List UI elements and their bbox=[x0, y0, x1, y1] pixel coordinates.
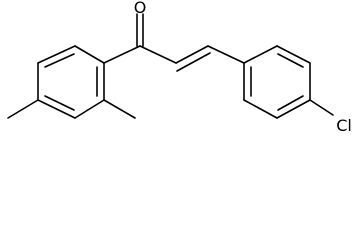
structure-canvas: O Cl bbox=[7, 0, 352, 135]
alkene-bond-b bbox=[176, 52, 211, 72]
chloro-bond bbox=[309, 99, 334, 116]
dimethylphenyl-ring bbox=[37, 45, 105, 119]
methyl-bond-4 bbox=[7, 99, 39, 119]
alkene-bond-a bbox=[175, 45, 209, 64]
ring-carbonyl-bond bbox=[103, 45, 141, 64]
chlorophenyl-ring bbox=[243, 45, 311, 119]
carbonyl-alpha-bond bbox=[139, 45, 177, 64]
alkene-ring-bond bbox=[207, 45, 245, 64]
molecule-structure: O Cl bbox=[7, 0, 352, 135]
chlorine-label: Cl bbox=[336, 116, 352, 135]
methyl-bond-2 bbox=[103, 99, 136, 119]
oxygen-label: O bbox=[134, 0, 147, 17]
